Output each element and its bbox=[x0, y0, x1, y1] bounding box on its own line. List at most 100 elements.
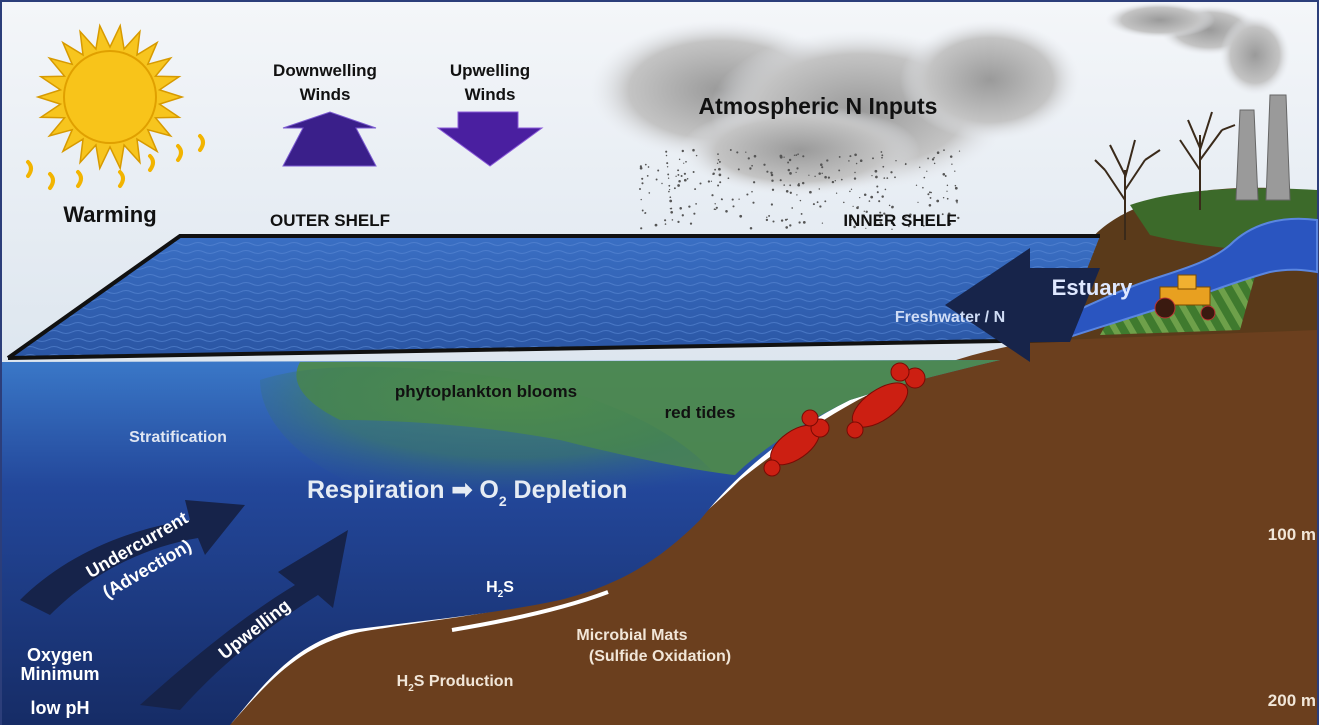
nitrogen-dot bbox=[883, 177, 886, 179]
nitrogen-dot bbox=[868, 200, 871, 202]
nitrogen-dot bbox=[711, 194, 714, 197]
nitrogen-dot bbox=[884, 188, 887, 191]
nitrogen-dot bbox=[946, 197, 949, 200]
nitrogen-dot bbox=[948, 222, 952, 226]
nitrogen-dot bbox=[717, 158, 720, 161]
nitrogen-dot bbox=[818, 172, 821, 175]
nitrogen-dot bbox=[936, 151, 940, 154]
nitrogen-dot bbox=[725, 210, 728, 213]
nitrogen-dot bbox=[927, 157, 930, 160]
nitrogen-dot bbox=[766, 170, 769, 173]
nitrogen-dot bbox=[712, 173, 715, 176]
nitrogen-dot bbox=[843, 201, 845, 204]
nitrogen-dot bbox=[954, 170, 956, 172]
nitrogen-dot bbox=[802, 221, 806, 224]
nitrogen-dot bbox=[849, 190, 851, 193]
nitrogen-dot bbox=[721, 198, 723, 201]
nitrogen-dot bbox=[840, 178, 843, 181]
bloom-fade bbox=[260, 366, 720, 514]
sun-icon bbox=[35, 23, 185, 171]
nitrogen-dot bbox=[793, 154, 796, 156]
nitrogen-dot bbox=[692, 148, 695, 152]
label-microbial-mats: Microbial Mats bbox=[576, 627, 687, 644]
undercurrent-arrow-icon bbox=[20, 500, 245, 615]
nitrogen-dot bbox=[855, 223, 858, 226]
nitrogen-dot bbox=[875, 175, 878, 179]
nitrogen-dot bbox=[872, 157, 874, 160]
nitrogen-dot bbox=[747, 157, 750, 160]
label-stratification: Stratification bbox=[129, 429, 227, 446]
nitrogen-dot bbox=[821, 222, 824, 224]
nitrogen-dot bbox=[834, 180, 836, 182]
nitrogen-dot bbox=[955, 199, 959, 203]
nitrogen-dot bbox=[648, 192, 651, 194]
nitrogen-dot bbox=[922, 224, 925, 227]
nitrogen-dot bbox=[800, 212, 803, 215]
nitrogen-dot bbox=[859, 159, 863, 162]
nitrogen-dot bbox=[718, 160, 721, 163]
nitrogen-dot bbox=[949, 220, 951, 223]
nitrogen-dot bbox=[668, 190, 670, 193]
power-plant-icon bbox=[1235, 94, 1291, 201]
nitrogen-dot bbox=[641, 177, 644, 180]
freshwater-arrow-icon bbox=[945, 248, 1100, 362]
nitrogen-dot bbox=[821, 166, 824, 169]
label-atmospheric-n: Atmospheric N Inputs bbox=[699, 93, 938, 119]
label-depth-200: 200 m bbox=[1268, 691, 1316, 710]
nitrogen-dot bbox=[880, 151, 883, 153]
nitrogen-dot bbox=[918, 166, 921, 169]
nitrogen-dot bbox=[882, 165, 885, 168]
nitrogen-dot bbox=[808, 174, 810, 176]
nitrogen-dot bbox=[798, 221, 801, 224]
nitrogen-dot bbox=[753, 154, 757, 158]
nitrogen-dot bbox=[799, 199, 802, 202]
nitrogen-dot bbox=[737, 168, 740, 171]
nitrogen-dot bbox=[951, 163, 953, 165]
nitrogen-dot bbox=[647, 166, 650, 168]
label-inner-shelf: INNER SHELF bbox=[843, 211, 956, 230]
nitrogen-dot bbox=[863, 210, 865, 212]
nitrogen-dot bbox=[814, 175, 816, 178]
nitrogen-dot bbox=[917, 201, 919, 204]
nitrogen-dot bbox=[942, 172, 946, 176]
nitrogen-dot bbox=[926, 170, 928, 172]
nitrogen-dot bbox=[886, 177, 889, 179]
nitrogen-dot bbox=[677, 173, 680, 176]
nitrogen-dot bbox=[827, 176, 831, 179]
nitrogen-dot bbox=[655, 178, 658, 181]
label-warming: Warming bbox=[63, 202, 156, 227]
label-h2s: H2S bbox=[486, 579, 514, 600]
nitrogen-dot bbox=[770, 173, 774, 177]
nitrogen-dot bbox=[928, 191, 931, 194]
nitrogen-dot bbox=[731, 198, 734, 201]
nitrogen-dot bbox=[876, 185, 879, 188]
microbial-mat bbox=[451, 590, 609, 632]
nitrogen-dot bbox=[890, 222, 893, 225]
nitrogen-dot bbox=[838, 155, 841, 158]
nitrogen-dot bbox=[878, 200, 881, 203]
nitrogen-dot bbox=[745, 151, 747, 153]
nitrogen-dot bbox=[661, 182, 663, 185]
nitrogen-dot bbox=[715, 206, 718, 209]
nitrogen-dot bbox=[699, 182, 702, 185]
nitrogen-dot bbox=[933, 162, 936, 165]
nitrogen-dot bbox=[644, 212, 646, 214]
nitrogen-dot bbox=[670, 207, 673, 210]
nitrogen-dot bbox=[789, 172, 792, 175]
nitrogen-dot bbox=[692, 171, 695, 173]
nitrogen-dot bbox=[666, 162, 669, 165]
nitrogen-dot bbox=[949, 155, 953, 158]
nitrogen-dot bbox=[689, 222, 693, 225]
label-downwelling: Downwelling bbox=[273, 61, 377, 80]
nitrogen-dot bbox=[789, 224, 792, 227]
nitrogen-dot bbox=[922, 186, 924, 189]
nitrogen-dot bbox=[677, 184, 680, 187]
nitrogen-dot bbox=[729, 149, 732, 151]
nitrogen-dot bbox=[854, 171, 856, 174]
nitrogen-dot bbox=[798, 182, 800, 185]
nitrogen-dot bbox=[850, 218, 853, 221]
nitrogen-dot bbox=[905, 216, 907, 219]
nitrogen-dot bbox=[942, 196, 945, 199]
nitrogen-dot bbox=[718, 167, 721, 171]
